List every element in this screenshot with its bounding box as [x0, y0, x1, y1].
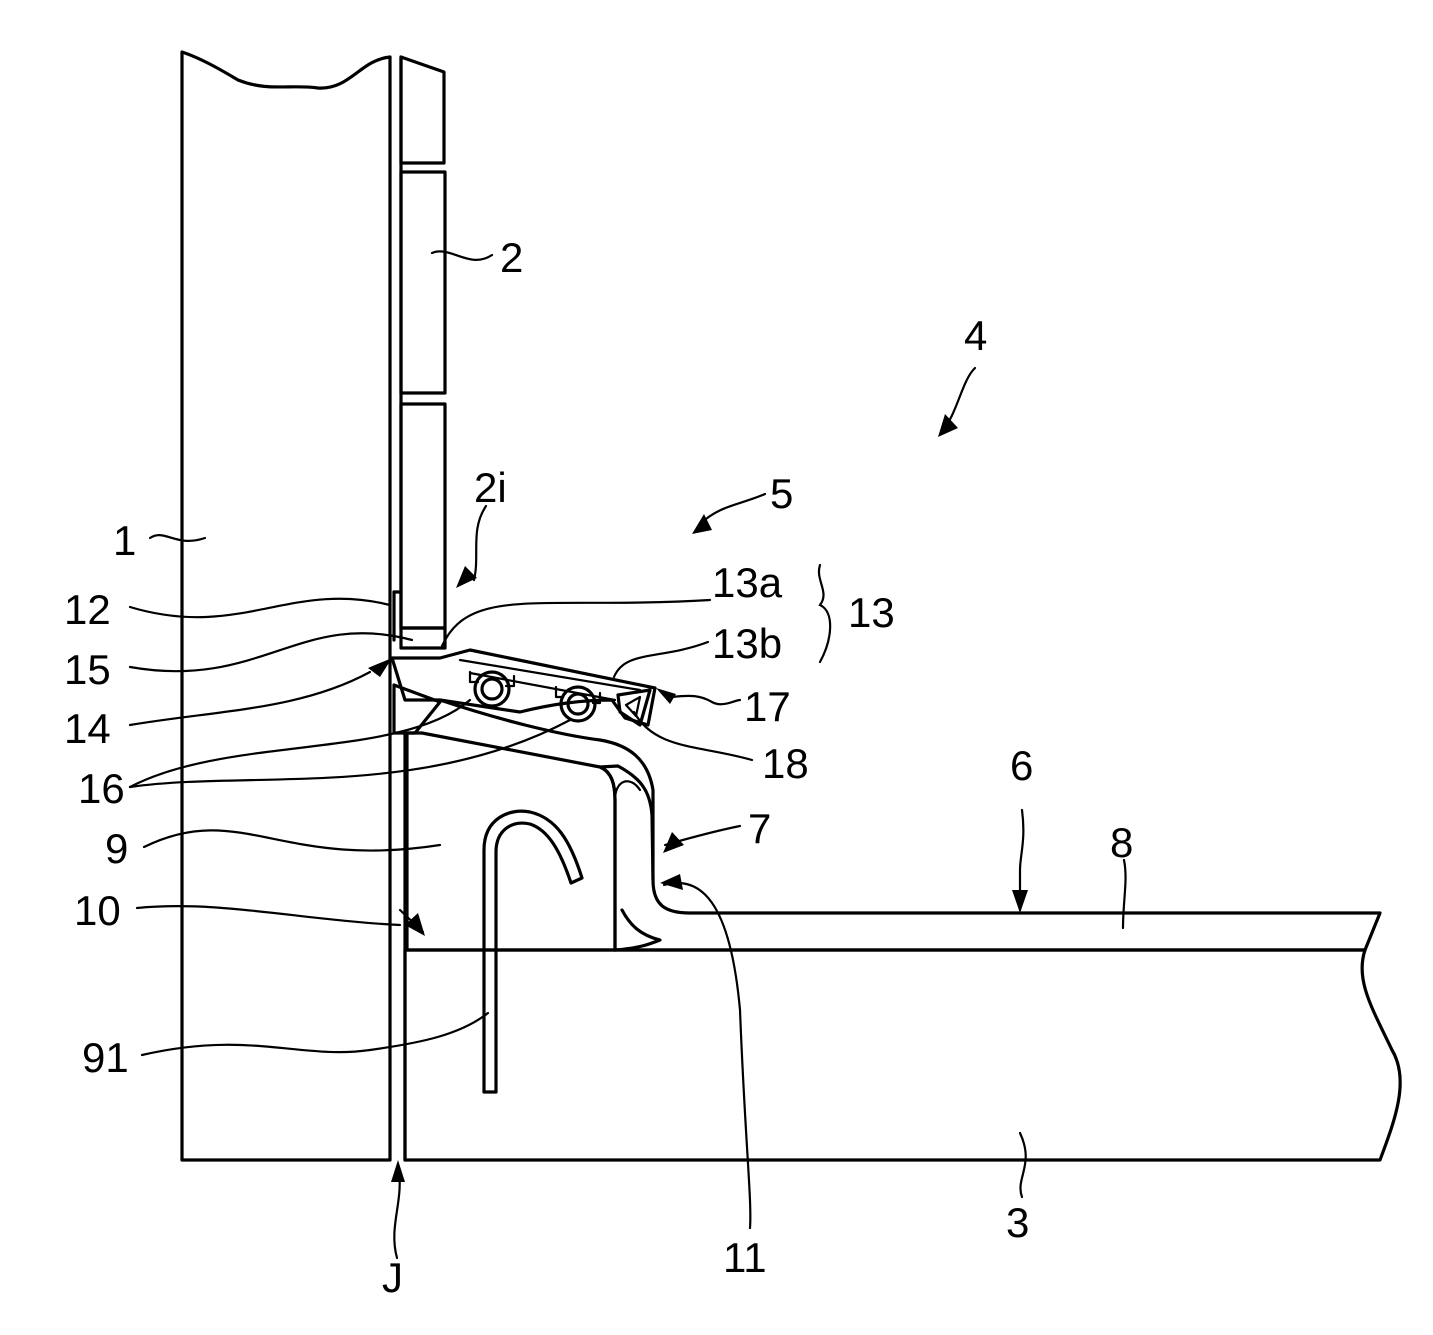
wall-section-1 — [182, 52, 390, 1160]
label-12: 12 — [64, 586, 111, 633]
label-6: 6 — [1010, 742, 1033, 789]
profile-7 — [440, 700, 660, 950]
label-9: 9 — [105, 825, 128, 872]
label-17: 17 — [744, 683, 791, 730]
label-13a: 13a — [712, 559, 783, 606]
label-13b: 13b — [712, 620, 782, 667]
label-11: 11 — [723, 1234, 767, 1281]
label-2i: 2i — [474, 464, 507, 511]
label-18: 18 — [762, 740, 809, 787]
arrowheads — [368, 414, 1028, 1182]
label-1: 1 — [113, 517, 136, 564]
label-J: J — [382, 1254, 403, 1301]
floor-slab-3 — [405, 950, 1400, 1160]
label-16: 16 — [78, 765, 125, 812]
label-91: 91 — [82, 1034, 129, 1081]
wall-tiles-2 — [401, 57, 445, 628]
label-5: 5 — [770, 470, 793, 517]
label-4: 4 — [964, 312, 987, 359]
label-14: 14 — [64, 705, 111, 752]
leader-lines — [130, 251, 1126, 1258]
label-3: 3 — [1006, 1199, 1029, 1246]
floor-covering-8 — [600, 766, 1380, 950]
wedge-14 — [394, 685, 440, 733]
label-8: 8 — [1110, 819, 1133, 866]
label-13: 13 — [848, 589, 895, 636]
label-10: 10 — [74, 887, 121, 934]
label-15: 15 — [64, 646, 111, 693]
label-2: 2 — [500, 234, 523, 281]
label-7: 7 — [748, 805, 771, 852]
